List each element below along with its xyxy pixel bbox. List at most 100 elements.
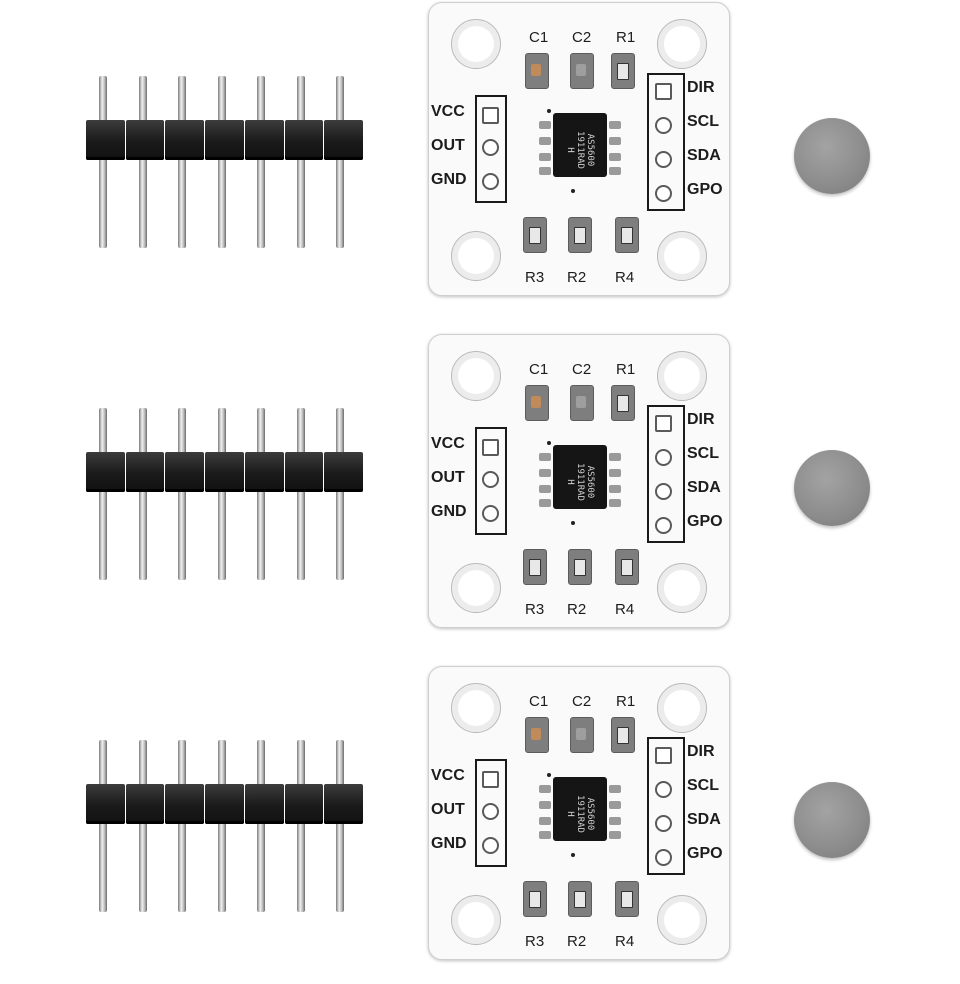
label-vcc: VCC: [431, 103, 465, 120]
mounting-hole: [451, 19, 501, 69]
resistor-r4: [615, 549, 639, 585]
right-pin-outline: [647, 73, 685, 211]
header-pin: [138, 408, 147, 580]
header-pin: [257, 76, 265, 248]
label-vcc: VCC: [431, 435, 465, 452]
header-pin: [138, 76, 147, 248]
label-r2: R2: [567, 269, 587, 286]
label-c1: C1: [529, 361, 549, 378]
diametric-magnet: [794, 450, 870, 526]
mounting-hole: [657, 683, 707, 733]
as5600-chip: AS5600 1911RAD H: [553, 445, 607, 509]
capacitor-c1: [525, 53, 549, 89]
label-gnd: GND: [431, 835, 467, 852]
chip-marking: H: [565, 479, 575, 485]
chip-marking: AS5600: [585, 465, 595, 499]
header-pin: [336, 740, 344, 912]
left-pin-outline: [475, 427, 507, 535]
as5600-chip: AS5600 1911RAD H: [553, 113, 607, 177]
chip-marking: AS5600: [585, 797, 595, 831]
mounting-hole: [657, 563, 707, 613]
label-r3: R3: [525, 601, 545, 618]
label-c2: C2: [572, 361, 592, 378]
label-sda: SDA: [687, 811, 721, 828]
header-pin: [296, 408, 305, 580]
pad-sda: [655, 815, 672, 832]
left-pin-outline: [475, 95, 507, 203]
label-r4: R4: [615, 269, 635, 286]
label-gpo: GPO: [687, 513, 723, 530]
label-r1: R1: [616, 361, 636, 378]
pad-dir: [655, 747, 672, 764]
mounting-hole: [657, 351, 707, 401]
capacitor-c2: [570, 717, 594, 753]
label-vcc: VCC: [431, 767, 465, 784]
label-c1: C1: [529, 693, 549, 710]
pad-vcc: [482, 439, 499, 456]
left-pin-outline: [475, 759, 507, 867]
pad-vcc: [482, 771, 499, 788]
label-r1: R1: [616, 29, 636, 46]
pin-header: [86, 76, 366, 252]
pin-header-housing: [86, 452, 364, 492]
capacitor-c1: [525, 385, 549, 421]
chip-marking: H: [565, 811, 575, 817]
resistor-r2: [568, 217, 592, 253]
label-scl: SCL: [687, 445, 719, 462]
pad-gnd: [482, 173, 499, 190]
header-pin: [217, 76, 226, 248]
resistor-r3: [523, 549, 547, 585]
pin-header-housing: [86, 120, 364, 160]
header-pin: [336, 76, 344, 248]
header-pin: [99, 740, 107, 912]
pad-sda: [655, 151, 672, 168]
pad-gpo: [655, 849, 672, 866]
label-gpo: GPO: [687, 845, 723, 862]
label-gnd: GND: [431, 171, 467, 188]
label-r3: R3: [525, 933, 545, 950]
label-r1: R1: [616, 693, 636, 710]
pad-out: [482, 803, 499, 820]
header-pin: [296, 76, 305, 248]
label-r2: R2: [567, 933, 587, 950]
header-pin: [217, 408, 226, 580]
header-pin: [138, 740, 147, 912]
pad-gpo: [655, 517, 672, 534]
label-r2: R2: [567, 601, 587, 618]
as5600-pcb-board: C1 C2 R1 VCC OUT GND AS5600: [428, 666, 730, 960]
pad-sda: [655, 483, 672, 500]
resistor-r4: [615, 881, 639, 917]
resistor-r1: [611, 385, 635, 421]
mounting-hole: [451, 231, 501, 281]
pad-scl: [655, 449, 672, 466]
pad-gpo: [655, 185, 672, 202]
capacitor-c2: [570, 53, 594, 89]
mounting-hole: [657, 231, 707, 281]
header-pin: [257, 740, 265, 912]
mounting-hole: [657, 895, 707, 945]
resistor-r2: [568, 549, 592, 585]
resistor-r3: [523, 217, 547, 253]
mounting-hole: [451, 351, 501, 401]
capacitor-c1: [525, 717, 549, 753]
mounting-hole: [657, 19, 707, 69]
pin-header: [86, 740, 366, 916]
header-pin: [296, 740, 305, 912]
diametric-magnet: [794, 118, 870, 194]
label-scl: SCL: [687, 113, 719, 130]
header-pin: [178, 408, 186, 580]
pad-scl: [655, 117, 672, 134]
as5600-pcb-board: C1 C2 R1 VCC OUT GND AS5600: [428, 334, 730, 628]
diametric-magnet: [794, 782, 870, 858]
label-r4: R4: [615, 601, 635, 618]
header-pin: [178, 740, 186, 912]
label-gnd: GND: [431, 503, 467, 520]
right-pin-outline: [647, 737, 685, 875]
label-dir: DIR: [687, 411, 715, 428]
as5600-pcb-board: C1 C2 R1 VCC OUT GND AS5600: [428, 2, 730, 296]
header-pin: [99, 408, 107, 580]
label-gpo: GPO: [687, 181, 723, 198]
label-out: OUT: [431, 801, 465, 818]
label-scl: SCL: [687, 777, 719, 794]
header-pin: [257, 408, 265, 580]
